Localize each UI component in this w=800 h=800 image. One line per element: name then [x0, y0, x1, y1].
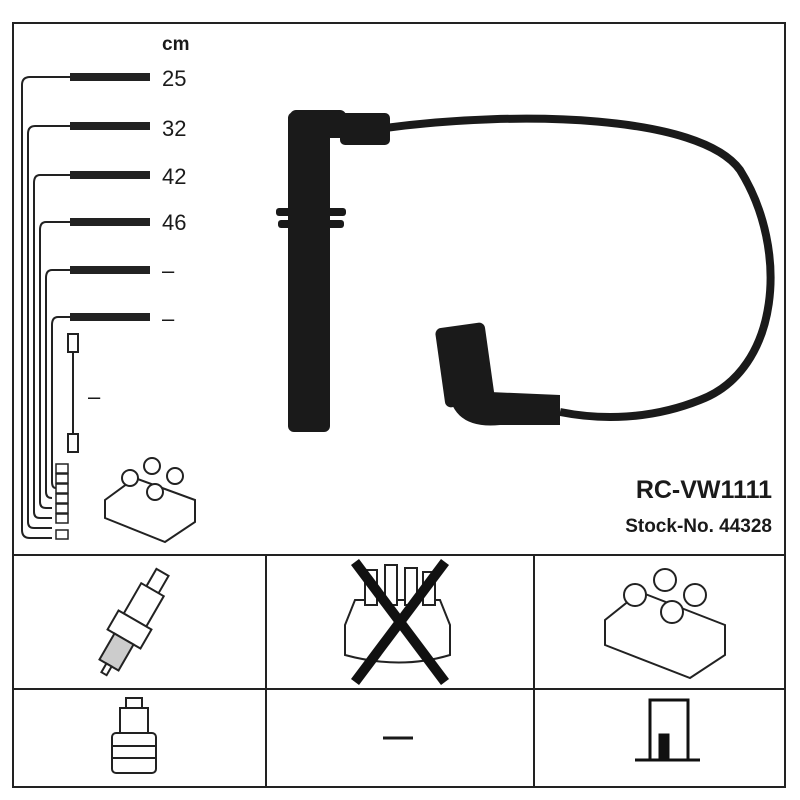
stock-number: Stock-No. 44328	[625, 516, 772, 537]
diagram-frame	[12, 22, 786, 788]
divider	[12, 688, 786, 690]
terminal-icon	[635, 698, 700, 762]
lead-length-6: –	[162, 306, 175, 331]
lead-length-5: –	[162, 258, 175, 283]
ignition-coil-icon	[604, 568, 726, 680]
no-distributor-label: —	[383, 720, 413, 753]
spark-plug-icon	[98, 567, 170, 677]
lead-length-3: 42	[162, 164, 187, 189]
connector-icon	[111, 697, 157, 774]
ignition-coil-small-icon	[104, 457, 196, 544]
coil-terminals	[55, 463, 69, 540]
unit-label: cm	[162, 34, 190, 55]
lead-length-4: 46	[162, 210, 187, 235]
cross-out-icon	[351, 559, 449, 685]
ignition-cable-icon	[276, 110, 775, 432]
lead-length-1: 25	[162, 66, 187, 91]
lead-length-2: 32	[162, 116, 187, 141]
divider	[12, 554, 786, 556]
divider	[533, 554, 535, 788]
lead-plugs	[70, 73, 150, 321]
extra-lead-length: –	[88, 384, 101, 409]
model-number: RC-VW1111	[635, 476, 772, 504]
divider	[265, 554, 267, 788]
lead-set-icon	[21, 76, 79, 539]
